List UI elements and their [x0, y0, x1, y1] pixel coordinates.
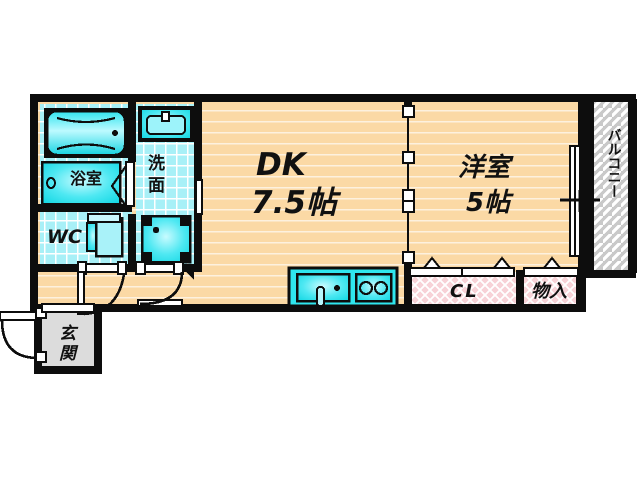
room-label-washitsu-name: 洋室	[458, 153, 511, 183]
kitchen-counter	[287, 266, 399, 308]
balcony-sliding-window[interactable]	[560, 144, 600, 258]
room-label-balcony: バルコニー	[605, 128, 622, 198]
room-label-toilet: WC	[47, 226, 82, 248]
bath-wall-basin	[40, 160, 122, 206]
room-label-genkan-line2: 関	[59, 344, 76, 364]
room-label-dk-name: DK	[256, 147, 306, 183]
entrance-door[interactable]	[0, 303, 95, 364]
room-label-washroom-line2: 面	[148, 176, 165, 196]
dk-washitsu-sliding-door[interactable]	[402, 105, 415, 264]
room-label-washitsu-size: 5帖	[466, 188, 511, 218]
room-label-washroom-line1: 洗	[148, 154, 165, 174]
vanity-sink-fixture	[138, 106, 194, 142]
genkan-floor	[42, 312, 94, 370]
dk-left-opening	[195, 150, 203, 264]
room-label-dk-size: 7.5帖	[251, 185, 337, 221]
room-label-bath: 浴室	[70, 169, 103, 188]
kitchen-stove-fixture	[354, 272, 393, 303]
closet-doors[interactable]	[409, 256, 515, 277]
room-label-genkan-line1: 玄	[59, 324, 76, 344]
bath-door[interactable]	[110, 161, 135, 207]
room-label-closet: CL	[450, 281, 479, 302]
washing-machine-pan-fixture	[140, 214, 192, 264]
washroom-door[interactable]	[134, 260, 185, 308]
toilet-door[interactable]	[76, 260, 128, 316]
storage-doors[interactable]	[523, 256, 579, 277]
kitchen-sink-fixture	[295, 272, 351, 307]
room-label-storage: 物入	[531, 281, 567, 302]
toilet-fixture	[86, 213, 124, 258]
washitsu-floor	[408, 100, 580, 272]
bathtub-fixture	[44, 108, 128, 158]
